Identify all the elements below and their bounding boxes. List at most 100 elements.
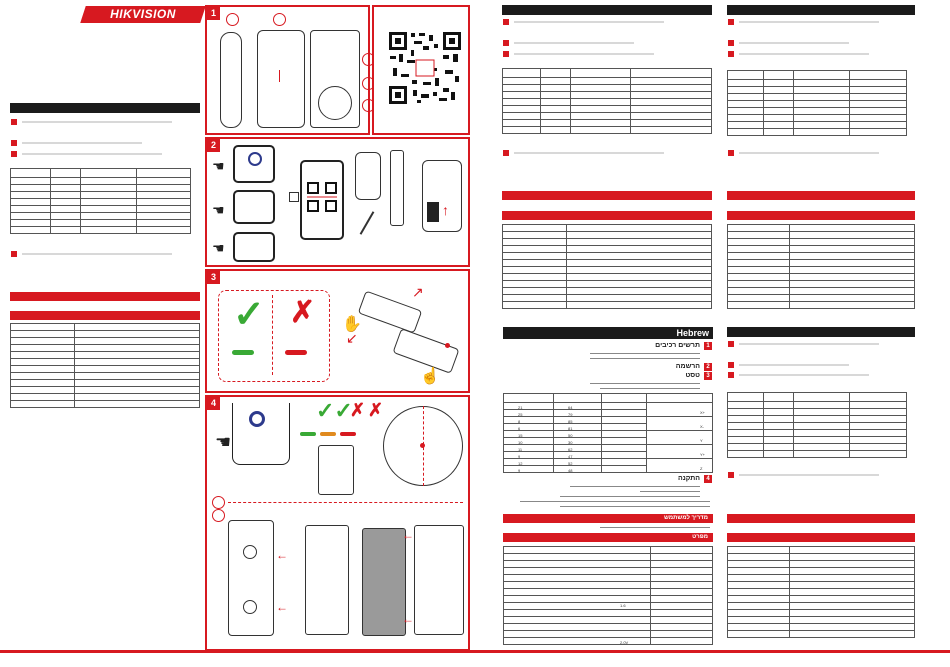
hand-hold-icon: ✋ (342, 316, 362, 333)
heading-number: 3 (704, 372, 712, 380)
hebrew-spec-table (503, 546, 713, 645)
scan-qr-icon (307, 182, 337, 212)
app-screen-step3 (233, 232, 275, 262)
detector-side-view (220, 32, 242, 128)
text-line (22, 153, 162, 155)
axis-label: Y+ (700, 452, 706, 457)
section-header-red (10, 292, 200, 301)
led-indicator (279, 70, 280, 82)
divider (272, 295, 273, 375)
detector-front-view (257, 30, 305, 128)
section-header-red (727, 191, 915, 200)
table-cell-value: 21 (518, 405, 523, 410)
center-point (420, 443, 425, 448)
axis-label: X+ (700, 410, 706, 415)
battery-compartment (318, 86, 352, 120)
cross-icon: ✗ (350, 400, 366, 420)
bullet-marker (728, 150, 734, 156)
text-line (520, 501, 710, 502)
table-cell-value: 85 (568, 419, 573, 424)
detector-front-small (318, 445, 354, 495)
section-header-bar (10, 103, 200, 113)
section-header-red (727, 211, 915, 220)
panel-number: 1 (207, 7, 220, 20)
bullet-marker (728, 40, 734, 46)
battery-tab (427, 202, 439, 222)
detector-side (390, 150, 404, 226)
text-line (739, 474, 879, 476)
table-cell-value: 9 (518, 468, 521, 473)
bullet-marker (503, 40, 509, 46)
text-line (570, 486, 700, 487)
led-green (232, 350, 254, 355)
callout-marker (226, 13, 239, 26)
tap-point (445, 343, 450, 348)
step-divider (228, 502, 463, 503)
cross-icon: ✗ (290, 296, 316, 329)
table-cell-value: 8 (518, 419, 521, 424)
text-line (739, 364, 849, 366)
bullet-marker (503, 150, 509, 156)
hand-tap-icon: ☚ (212, 202, 225, 218)
right-table-1 (502, 68, 712, 134)
app-icon (249, 411, 265, 427)
text-line (590, 353, 700, 354)
far-right-table-1 (727, 70, 907, 136)
text-line (514, 21, 664, 23)
cross-icon: ✗ (368, 400, 384, 420)
axis-label: Y (700, 438, 703, 443)
bullet-marker (728, 362, 734, 368)
arrow-left-icon: ← (402, 528, 414, 542)
bullet-marker (728, 341, 734, 347)
text-line (22, 142, 142, 144)
section-header-red (727, 514, 915, 523)
right-spec-table (502, 224, 712, 309)
bullet-marker (11, 119, 17, 125)
app-screen-step2 (233, 190, 275, 224)
app-icon (248, 152, 262, 166)
panel-number: 4 (207, 397, 220, 410)
led-green (300, 432, 316, 436)
hand-tap-icon: ☚ (215, 432, 232, 452)
table-cell-value: 79 (568, 412, 573, 417)
section-header-bar (502, 5, 712, 15)
text-line (560, 496, 700, 497)
callout-marker (212, 509, 225, 522)
left-spec-table (10, 323, 200, 408)
arrow-left-icon: ← (276, 600, 288, 614)
bullet-marker (11, 151, 17, 157)
table-cell-value: 47 (568, 454, 573, 459)
led-red (285, 350, 307, 355)
table-cell-value: 48 (568, 468, 573, 473)
table-cell-value: 6 (518, 426, 521, 431)
table-cell-value: 9 (518, 454, 521, 459)
text-line (640, 491, 700, 492)
text-line (739, 343, 879, 345)
table-cell-value: 52 (568, 461, 573, 466)
adhesive-backing (362, 528, 406, 636)
callout-marker (212, 496, 225, 509)
text-line (739, 374, 869, 376)
text-line (590, 383, 700, 384)
table-cell-value: 62 (568, 447, 573, 452)
heading-number: 4 (704, 475, 712, 483)
text-line (739, 53, 869, 55)
user-guide-bar: מדריך למשתמש (503, 514, 713, 523)
axis-label: X- (700, 424, 704, 429)
pull-up-arrow-icon: ↑ (442, 202, 449, 218)
led-orange (320, 432, 336, 436)
panel-number: 3 (207, 271, 220, 284)
text-line (560, 506, 710, 507)
page-bottom-rule (0, 650, 950, 653)
signal-strength-table (503, 393, 713, 473)
hikvision-logo: HIKVISION (80, 6, 206, 23)
table-cell-value: 12 (518, 461, 523, 466)
bullet-marker (728, 51, 734, 57)
table-cell-value: 30 (568, 440, 573, 445)
bullet-marker (503, 51, 509, 57)
heading-number: 2 (704, 363, 712, 371)
placement-comparison (218, 290, 330, 382)
move-arrow-icon: ↗ (412, 284, 424, 300)
hand-tap-icon: ☚ (212, 240, 225, 256)
spec-value: 1.6 (620, 603, 626, 608)
